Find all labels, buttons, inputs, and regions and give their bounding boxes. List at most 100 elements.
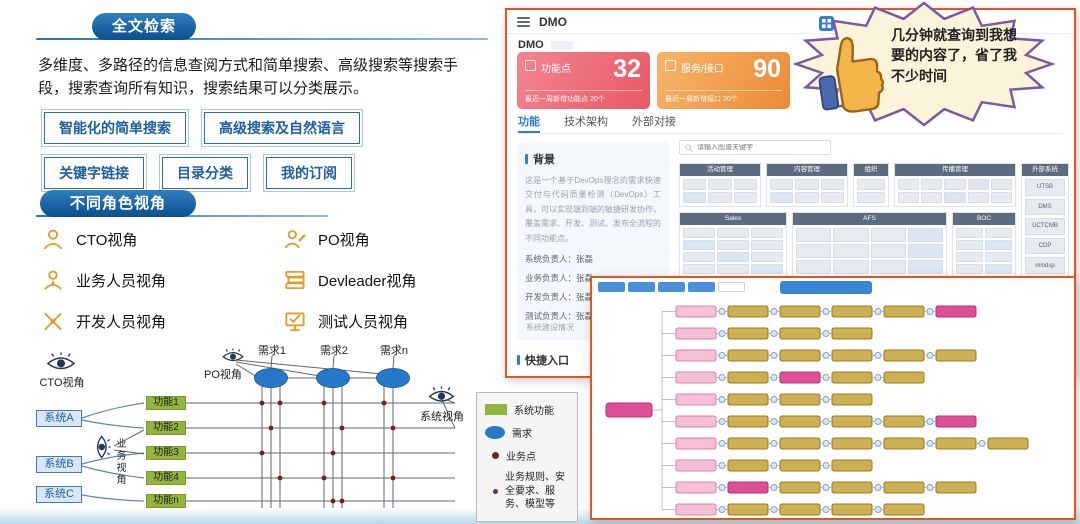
eye-icon xyxy=(46,352,76,378)
tab-architecture[interactable]: 技术架构 xyxy=(564,116,608,128)
flow-toolbar xyxy=(598,282,745,292)
api-icon xyxy=(665,60,676,71)
legend-others-label: 业务规则、安全要求、服务、模型等 xyxy=(505,472,565,511)
po-view-label: PO视角 xyxy=(204,369,242,381)
requirement-label: 需求2 xyxy=(319,345,349,357)
requirement-label: 需求1 xyxy=(257,345,287,357)
flow-title-pill[interactable] xyxy=(780,281,872,294)
role-tester: 测试人员视角 xyxy=(282,308,480,334)
group-header: 内容管理 xyxy=(767,164,847,176)
map-group-afs: AFS xyxy=(792,212,947,278)
accent-bar xyxy=(525,154,528,164)
requirement-bubble xyxy=(376,368,410,388)
role-developer: 开发人员视角 xyxy=(40,308,282,334)
legend-others-swatch xyxy=(493,489,498,495)
owner-field: 业务负责人：张磊 xyxy=(525,272,594,283)
external-cell: UCTCMB xyxy=(1025,218,1065,235)
stat-value: 90 xyxy=(753,55,781,83)
toolbar-button[interactable] xyxy=(658,282,685,292)
mindmap-screenshot xyxy=(590,276,1076,520)
section-divider xyxy=(36,38,488,40)
eye-icon xyxy=(428,386,455,410)
page-title: DMO xyxy=(518,39,544,51)
quick-entry-title: 快捷入口 xyxy=(517,352,569,368)
role-label: 业务人员视角 xyxy=(76,272,167,290)
monitor-check-icon xyxy=(282,308,308,334)
intro-paragraph: 多维度、多路径的信息查阅方式和简单搜索、高级搜索等搜索手段，搜索查询所有知识，搜… xyxy=(38,57,459,98)
testimonial-bubble: 几分钟就查询到我想要的内容了，省了我不少时间 xyxy=(792,0,1056,128)
person-tie-icon xyxy=(40,267,66,293)
tag-smart-simple-search: 智能化的简单搜索 xyxy=(41,109,189,147)
apps-grid-icon[interactable] xyxy=(819,16,834,31)
system-a-box: 系统A xyxy=(36,410,82,427)
stat-label: 功能点 xyxy=(541,64,571,75)
map-group-boc: BOC xyxy=(952,212,1016,278)
books-stack-icon xyxy=(282,267,308,293)
role-cto: CTO视角 xyxy=(40,226,282,252)
function-box: 功能n xyxy=(146,494,186,508)
toolbar-button[interactable] xyxy=(688,282,715,292)
stat-card-services[interactable]: 服务/接口 90 最近一周新增接口 20个 xyxy=(657,52,790,109)
doc-icon xyxy=(525,60,536,71)
owner-field: 测试负责人：张磊 xyxy=(525,310,594,321)
role-view-list: CTO视角 PO视角 业务人员视角 Devleader视角 开发人员视角 测试人… xyxy=(40,226,480,334)
panel-body: 这是一个基于DevOps理念的需求快速交付与代码质量检测（DevOps）工具，可… xyxy=(525,176,661,243)
system-b-box: 系统B xyxy=(36,456,82,473)
function-box: 功能2 xyxy=(146,421,186,435)
stat-note: 最近一周新增接口 20个 xyxy=(665,90,782,104)
legend-function-label: 系统功能 xyxy=(514,406,554,417)
function-box: 功能1 xyxy=(146,396,186,410)
panel-title-row: 背景 xyxy=(525,151,661,167)
search-icon xyxy=(685,143,693,151)
panel-title: 背景 xyxy=(533,154,555,166)
stat-card-function-points[interactable]: 功能点 32 最近一周新增功能点 20个 xyxy=(517,52,650,109)
menu-icon[interactable] xyxy=(517,16,530,27)
legend-business-point-label: 业务点 xyxy=(506,452,536,464)
toolbar-button[interactable] xyxy=(598,282,625,292)
stat-value: 32 xyxy=(613,55,641,83)
tab-function[interactable]: 功能 xyxy=(518,113,540,133)
map-search[interactable] xyxy=(679,140,831,155)
testimonial-text: 几分钟就查询到我想要的内容了，省了我不少时间 xyxy=(891,27,1017,84)
tag-catalog: 目录分类 xyxy=(159,154,251,192)
group-header: 活动管理 xyxy=(680,164,760,176)
map-group-sales: Sales xyxy=(679,212,787,278)
panel-footer: 系统建设情况 xyxy=(526,323,574,332)
quick-entry-label: 快捷入口 xyxy=(525,355,569,367)
toolbar-button[interactable] xyxy=(628,282,655,292)
role-label: CTO视角 xyxy=(76,231,138,249)
person-cto-icon xyxy=(40,226,66,252)
eye-icon xyxy=(89,435,111,459)
toolbar-button[interactable] xyxy=(718,282,745,292)
map-search-input[interactable] xyxy=(697,144,825,151)
external-cell: mindsp xyxy=(1025,257,1065,274)
map-group-org: 组织 xyxy=(853,163,889,207)
system-c-box: 系统C xyxy=(36,486,82,503)
business-view-label: 业务视角 xyxy=(114,438,125,486)
role-label: 开发人员视角 xyxy=(76,313,167,331)
section-title-fulltext-search: 全文检索 xyxy=(92,13,196,40)
function-box: 功能3 xyxy=(146,446,186,460)
mindmap-canvas xyxy=(605,305,1029,516)
page-badge xyxy=(551,41,573,50)
group-header: BOC xyxy=(953,213,1015,225)
function-box: 功能4 xyxy=(146,471,186,485)
owner-field: 系统负责人：张磊 xyxy=(525,253,594,264)
tag-subscription: 我的订阅 xyxy=(263,154,355,192)
map-group-content: 内容管理 xyxy=(766,163,848,207)
requirement-bubble xyxy=(316,368,350,388)
legend-requirement-label: 需求 xyxy=(512,429,532,441)
tab-bar: 功能 技术架构 外部对接 xyxy=(518,113,1063,134)
group-header: AFS xyxy=(793,213,946,225)
group-header: 传播管理 xyxy=(895,164,1015,176)
feature-tag-list: 智能化的简单搜索 高级搜索及自然语言 关键字链接 目录分类 我的订阅 xyxy=(41,109,444,192)
legend-requirement-swatch xyxy=(485,426,505,440)
tab-external[interactable]: 外部对接 xyxy=(632,116,676,128)
map-group-activity: 活动管理 xyxy=(679,163,761,207)
role-label: PO视角 xyxy=(318,231,370,249)
legend-business-point-swatch xyxy=(492,452,499,460)
map-group-spread: 传播管理 xyxy=(894,163,1016,207)
legend-function-swatch xyxy=(485,404,507,415)
app-title: DMO xyxy=(539,14,567,29)
role-po: PO视角 xyxy=(282,226,480,252)
